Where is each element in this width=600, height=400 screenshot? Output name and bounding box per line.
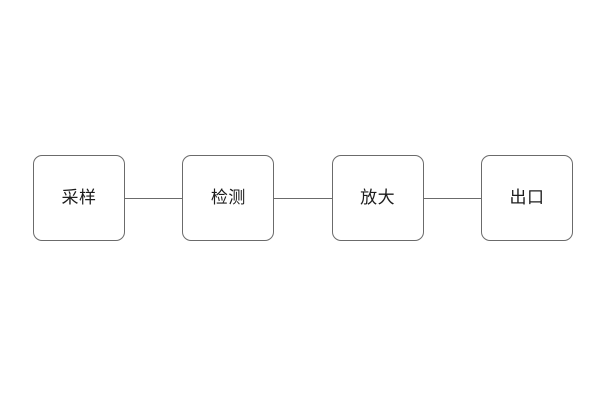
flow-node-label: 出口 [509,187,545,208]
flow-node-label: 放大 [360,187,396,208]
flow-connector-3 [423,197,481,199]
flow-node-amplification[interactable]: 放大 [331,155,424,241]
flow-connector-2 [274,197,332,199]
flow-node-sampling[interactable]: 采样 [33,155,125,241]
flow-connector-1 [125,197,183,199]
flow-node-label: 检测 [210,187,246,208]
flow-node-detection[interactable]: 检测 [182,155,275,241]
flow-node-label: 采样 [61,187,97,208]
flow-node-output[interactable]: 出口 [480,155,573,241]
flowchart: 采样 检测 放大 出口 [33,155,573,241]
